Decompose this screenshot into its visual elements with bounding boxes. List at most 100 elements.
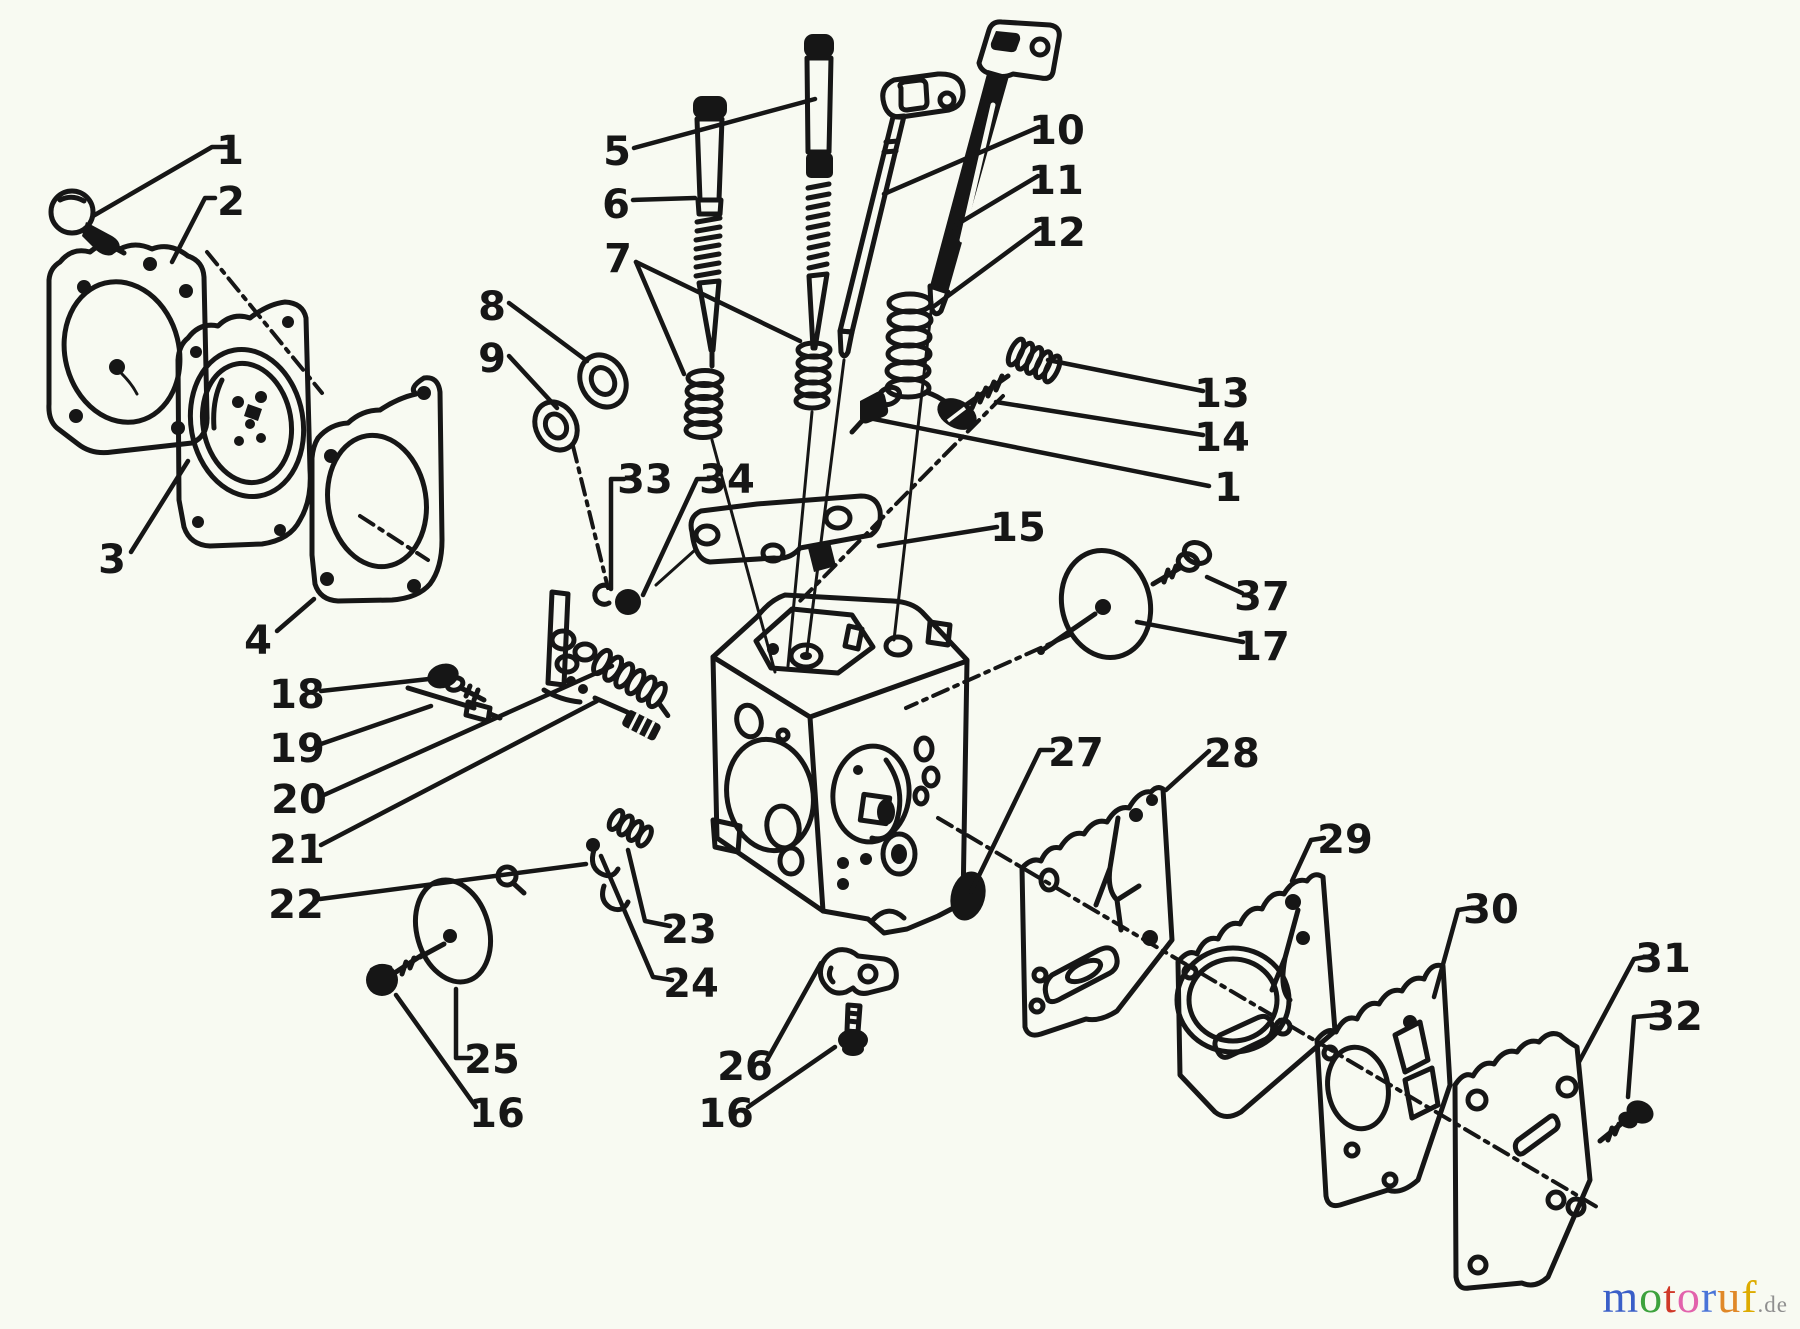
- leader-line-16: [745, 1044, 838, 1110]
- part-screw-16b: [838, 1002, 868, 1056]
- callout-30: 30: [1463, 887, 1519, 933]
- leader-line-37: [1204, 574, 1245, 596]
- part-spring-7b: [793, 340, 833, 411]
- part-washer-8: [577, 352, 629, 410]
- callout-13: 13: [1194, 371, 1250, 417]
- leader-line-27: [968, 747, 1056, 895]
- callout-28: 28: [1204, 731, 1260, 777]
- part-pump-diaphragm-29: [1174, 872, 1338, 1119]
- leader-line-10: [881, 124, 1042, 197]
- leader-line-26: [764, 960, 824, 1063]
- leader-line-6: [630, 195, 698, 203]
- part-disc-17: [1037, 548, 1154, 660]
- leader-line-23: [625, 847, 673, 929]
- leader-line-13: [1045, 357, 1206, 394]
- part-choke-shaft-11: [927, 19, 1062, 317]
- callout-29: 29: [1317, 817, 1373, 863]
- part-pump-cover-31: [1452, 1031, 1593, 1291]
- leader-line-29: [1289, 835, 1327, 884]
- part-rod-19: [405, 685, 503, 724]
- callout-24: 24: [663, 961, 719, 1007]
- callout-37: 37: [1234, 574, 1290, 620]
- part-gasket-4: [309, 375, 445, 604]
- part-screw-1b: [849, 384, 903, 435]
- callout-25: 25: [464, 1037, 520, 1083]
- watermark-letter: t: [1663, 1271, 1677, 1322]
- callout-16: 16: [698, 1091, 754, 1137]
- callout-11: 11: [1028, 158, 1084, 204]
- callout-4: 4: [244, 618, 272, 664]
- part-throttle-shaft-10: [837, 71, 966, 359]
- leader-line-18: [318, 676, 432, 694]
- callout-3: 3: [98, 537, 126, 583]
- callout-9: 9: [478, 336, 506, 382]
- watermark-letter: o: [1676, 1271, 1701, 1322]
- leader-line-22: [317, 861, 589, 902]
- leader-line-21: [318, 698, 600, 848]
- part-spring-7a: [683, 368, 725, 440]
- callout-34: 34: [699, 457, 755, 503]
- watermark-suffix: .de: [1757, 1292, 1788, 1317]
- callout-7: 7: [604, 236, 632, 282]
- leader-line-5: [631, 96, 818, 151]
- callout-2: 2: [217, 179, 245, 225]
- watermark-letter: m: [1602, 1271, 1640, 1322]
- callout-27: 27: [1048, 730, 1104, 776]
- leader-line-17: [1134, 619, 1246, 645]
- leader-line-33: [608, 476, 627, 592]
- callout-1: 1: [216, 128, 244, 174]
- part-ball-24: [586, 838, 600, 852]
- callout-17: 17: [1234, 624, 1290, 670]
- part-carburetor-body: [710, 592, 970, 936]
- leader-line-7: [633, 259, 803, 344]
- leader-line-24: [598, 853, 675, 983]
- part-screw-37: [1150, 540, 1213, 587]
- leader-line-3: [128, 458, 191, 555]
- part-gasket-30: [1314, 962, 1453, 1209]
- callout-5: 5: [603, 129, 631, 175]
- watermark-letter: r: [1700, 1271, 1718, 1322]
- watermark-letter: u: [1717, 1271, 1742, 1322]
- part-spring-23: [606, 808, 654, 849]
- callout-6: 6: [602, 182, 630, 228]
- callout-16: 16: [469, 1091, 525, 1137]
- part-bracket-26: [817, 947, 899, 996]
- callout-26: 26: [717, 1044, 773, 1090]
- leader-line-8: [506, 300, 590, 364]
- callout-19: 19: [269, 726, 325, 772]
- part-disc-25: [413, 877, 493, 985]
- part-spring-20: [591, 647, 671, 719]
- callout-12: 12: [1030, 210, 1086, 256]
- callout-15: 15: [990, 505, 1046, 551]
- leader-line-20: [321, 663, 615, 798]
- leader-line-7: [633, 259, 687, 377]
- callout-33: 33: [617, 457, 673, 503]
- part-ball-34: [615, 589, 641, 615]
- leader-line-1: [866, 415, 1212, 489]
- leader-line-14: [993, 399, 1206, 438]
- callout-32: 32: [1647, 994, 1703, 1040]
- callout-20: 20: [271, 777, 327, 823]
- part-needle-5: [804, 34, 834, 351]
- callout-18: 18: [269, 672, 325, 718]
- callout-8: 8: [478, 284, 506, 330]
- part-washer-9: [532, 399, 580, 453]
- part-pump-plate-28: [1019, 785, 1175, 1038]
- callout-21: 21: [269, 827, 325, 873]
- callout-14: 14: [1194, 415, 1250, 461]
- leader-line-25: [453, 986, 474, 1061]
- callout-1: 1: [1214, 465, 1242, 511]
- watermark-logo: motoruf.de: [1602, 1270, 1788, 1323]
- callout-22: 22: [268, 882, 324, 928]
- callout-10: 10: [1029, 108, 1085, 154]
- leader-line-4: [274, 596, 317, 634]
- watermark-letter: o: [1639, 1271, 1664, 1322]
- part-spring-13: [1005, 336, 1063, 385]
- centerlines: [205, 250, 1599, 1209]
- part-plug-27: [950, 871, 986, 921]
- leader-line-12: [930, 225, 1043, 310]
- part-screw-14: [937, 373, 1011, 430]
